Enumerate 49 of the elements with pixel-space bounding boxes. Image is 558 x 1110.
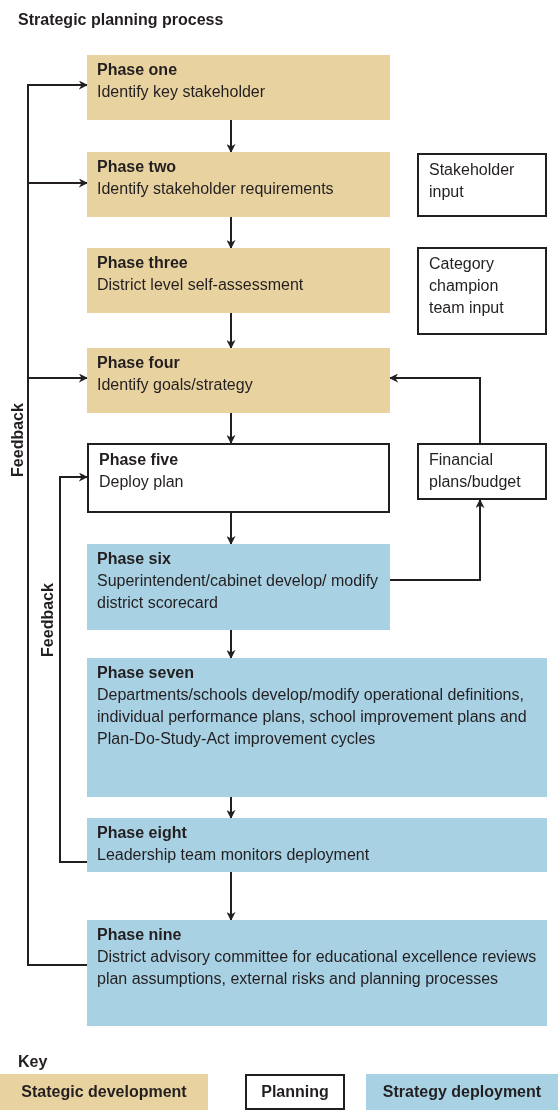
phase-box: [87, 248, 390, 313]
input-box: [417, 247, 547, 335]
arrow: [226, 412, 236, 444]
box-label: Financial plans/budget: [429, 450, 522, 492]
arrow: [226, 512, 236, 545]
arrow: [59, 472, 88, 863]
input-box: [417, 153, 547, 217]
phase-heading: Phase six: [97, 549, 172, 569]
phase-description: Identify stakeholder requirements: [97, 179, 335, 199]
phase-box: [87, 658, 547, 797]
phase-heading: Phase five: [99, 450, 180, 470]
phase-description: District advisory committee for educational excellence reviews plan assumptions, external risks and planning processes: [97, 947, 537, 989]
phase-heading: Phase one: [97, 60, 179, 80]
legend-key: Planning: [245, 1074, 345, 1110]
arrow: [226, 871, 236, 921]
phase-heading: Phase two: [97, 157, 178, 177]
arrow: [226, 216, 236, 249]
phase-description: Departments/schools develop/modify operational definitions, individual performance plans, school improvement plans and Plan-Do-Study-Act improvement cycles: [97, 685, 528, 749]
phase-description: District level self-assessment: [97, 275, 305, 295]
phase-heading: Phase eight: [97, 823, 188, 843]
arrow: [226, 629, 236, 659]
input-box: [417, 443, 547, 500]
arrow: [389, 499, 485, 581]
phase-box: [87, 348, 390, 413]
box-label: Stakeholder input: [429, 160, 516, 202]
phase-heading: Phase seven: [97, 663, 195, 683]
phase-description: Leadership team monitors deployment: [97, 845, 371, 865]
phase-description: Identify goals/strategy: [97, 375, 254, 395]
phase-description: Deploy plan: [99, 472, 185, 492]
phase-box: [87, 920, 547, 1026]
arrow: [226, 796, 236, 819]
phase-heading: Phase four: [97, 353, 181, 373]
legend-key: Strategy deployment: [366, 1074, 558, 1110]
phase-heading: Phase three: [97, 253, 189, 273]
box-label: Category champion team input: [429, 254, 505, 318]
phase-box: [87, 443, 390, 513]
phase-box: [87, 544, 390, 630]
phase-description: Identify key stakeholder: [97, 82, 267, 102]
phase-heading: Phase nine: [97, 925, 183, 945]
arrow: [226, 312, 236, 349]
phase-box: [87, 152, 390, 217]
diagram-title: Strategic planning process: [18, 10, 224, 30]
key-heading: Key: [18, 1052, 48, 1072]
phase-box: [87, 818, 547, 872]
phase-box: [87, 55, 390, 120]
phase-description: Superintendent/cabinet develop/ modify district scorecard: [97, 571, 380, 613]
arrow: [226, 119, 236, 153]
legend-key: Stategic development: [0, 1074, 208, 1110]
arrow: [389, 373, 481, 444]
